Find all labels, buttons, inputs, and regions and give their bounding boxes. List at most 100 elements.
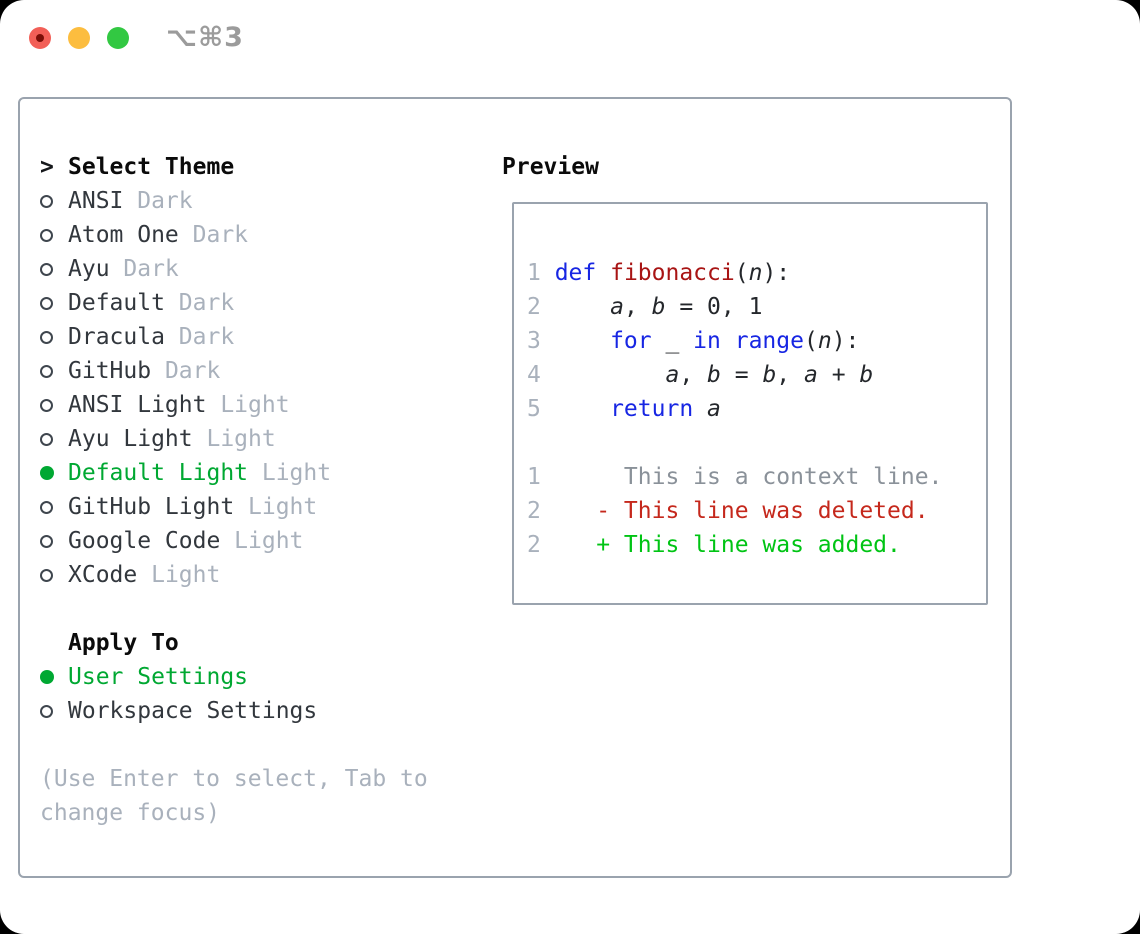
- radio-icon: [40, 500, 53, 514]
- code-text: - This line was deleted.: [596, 498, 929, 524]
- theme-variant: Light: [220, 392, 290, 418]
- line-number: 4: [527, 362, 541, 388]
- radio-icon: [40, 398, 53, 412]
- theme-name: GitHub: [68, 358, 152, 384]
- zoom-icon[interactable]: [107, 27, 129, 49]
- theme-variant: Dark: [192, 222, 249, 248]
- theme-name: Dracula: [68, 324, 165, 350]
- theme-option-github-light[interactable]: GitHub Light Light: [40, 490, 470, 524]
- radio-icon: [40, 262, 53, 276]
- theme-variant: Light: [151, 562, 221, 588]
- theme-name: GitHub Light: [68, 494, 235, 520]
- apply-option-user-settings[interactable]: User Settings: [40, 660, 470, 694]
- theme-name: Atom One: [68, 222, 179, 248]
- code-line: 1 def fibonacci(n):: [527, 256, 986, 290]
- code-text: def fibonacci(n):: [554, 260, 791, 286]
- line-number: 2: [527, 498, 541, 524]
- code-line: 2 + This line was added.: [527, 528, 986, 562]
- theme-variant: Dark: [178, 324, 235, 350]
- theme-option-default[interactable]: Default Dark: [40, 286, 470, 320]
- theme-variant: Dark: [123, 256, 179, 282]
- theme-option-dracula[interactable]: Dracula Dark: [40, 320, 470, 354]
- radio-icon: [40, 568, 53, 582]
- radio-icon: [40, 432, 53, 446]
- radio-selected-icon: [40, 670, 54, 684]
- theme-option-github[interactable]: GitHub Dark: [40, 354, 470, 388]
- line-number: 1: [527, 464, 541, 490]
- theme-name: ANSI: [68, 188, 124, 214]
- theme-variant: Light: [206, 426, 276, 452]
- theme-variant: Dark: [137, 188, 193, 214]
- theme-option-xcode[interactable]: XCode Light: [40, 558, 470, 592]
- theme-variant: Dark: [178, 290, 235, 316]
- code-line: 2 a, b = 0, 1: [527, 290, 986, 324]
- keyboard-hint: (Use Enter to select, Tab to change focu…: [40, 766, 428, 826]
- line-number: 1: [527, 260, 541, 286]
- code-text: + This line was added.: [596, 532, 901, 558]
- radio-icon: [40, 534, 53, 548]
- theme-option-ayu[interactable]: Ayu Dark: [40, 252, 470, 286]
- code-line: 4 a, b = b, a + b: [527, 358, 986, 392]
- code-text: for _ in range(n):: [610, 328, 860, 354]
- radio-icon: [40, 364, 53, 378]
- code-line: 1 This is a context line.: [527, 460, 986, 494]
- code-line: 2 - This line was deleted.: [527, 494, 986, 528]
- close-icon[interactable]: [29, 27, 51, 49]
- title-bar: ⌥⌘3: [0, 0, 1140, 76]
- theme-name: Default Light: [68, 460, 249, 486]
- theme-option-ansi-light[interactable]: ANSI Light Light: [40, 388, 470, 422]
- apply-option-label: Workspace Settings: [68, 698, 318, 724]
- theme-name: XCode: [68, 562, 138, 588]
- code-text: return a: [610, 396, 721, 422]
- theme-name: Ayu: [68, 256, 110, 282]
- theme-variant: Dark: [164, 358, 221, 384]
- theme-name: Google Code: [68, 528, 221, 554]
- theme-name: ANSI Light: [68, 392, 207, 418]
- line-number: 2: [527, 294, 541, 320]
- theme-option-atom-one[interactable]: Atom One Dark: [40, 218, 470, 252]
- line-number: 2: [527, 532, 541, 558]
- code-text: a, b = 0, 1: [610, 294, 763, 320]
- apply-to-title: Apply To: [68, 630, 179, 656]
- radio-selected-icon: [40, 466, 54, 480]
- window-title: ⌥⌘3: [166, 22, 244, 53]
- minimize-icon[interactable]: [68, 27, 90, 49]
- prompt-icon: >: [40, 154, 54, 180]
- theme-variant: Light: [248, 494, 318, 520]
- theme-option-default-light[interactable]: Default Light Light: [40, 456, 470, 490]
- code-text: This is a context line.: [554, 464, 943, 490]
- select-theme-header: > Select Theme: [40, 150, 470, 184]
- theme-option-ayu-light[interactable]: Ayu Light Light: [40, 422, 470, 456]
- apply-option-workspace-settings[interactable]: Workspace Settings: [40, 694, 470, 728]
- code-line: [527, 426, 986, 460]
- code-text: a, b = b, a + b: [665, 362, 874, 388]
- apply-option-label: User Settings: [68, 664, 249, 690]
- line-number: [527, 426, 555, 460]
- theme-name: Default: [68, 290, 165, 316]
- radio-icon: [40, 330, 53, 344]
- apply-to-header: Apply To: [40, 626, 470, 660]
- code-line: 3 for _ in range(n):: [527, 324, 986, 358]
- spacer: [40, 728, 470, 762]
- preview-title: Preview: [502, 154, 599, 180]
- radio-icon: [40, 704, 53, 718]
- line-number: 3: [527, 328, 541, 354]
- theme-option-ansi[interactable]: ANSI Dark: [40, 184, 470, 218]
- code-line: 5 return a: [527, 392, 986, 426]
- radio-icon: [40, 296, 53, 310]
- theme-variant: Light: [261, 460, 332, 486]
- line-number: 5: [527, 396, 541, 422]
- radio-icon: [40, 228, 53, 242]
- radio-icon: [40, 194, 53, 208]
- theme-name: Ayu Light: [68, 426, 193, 452]
- select-theme-title: Select Theme: [68, 154, 235, 180]
- spacer: [40, 592, 470, 626]
